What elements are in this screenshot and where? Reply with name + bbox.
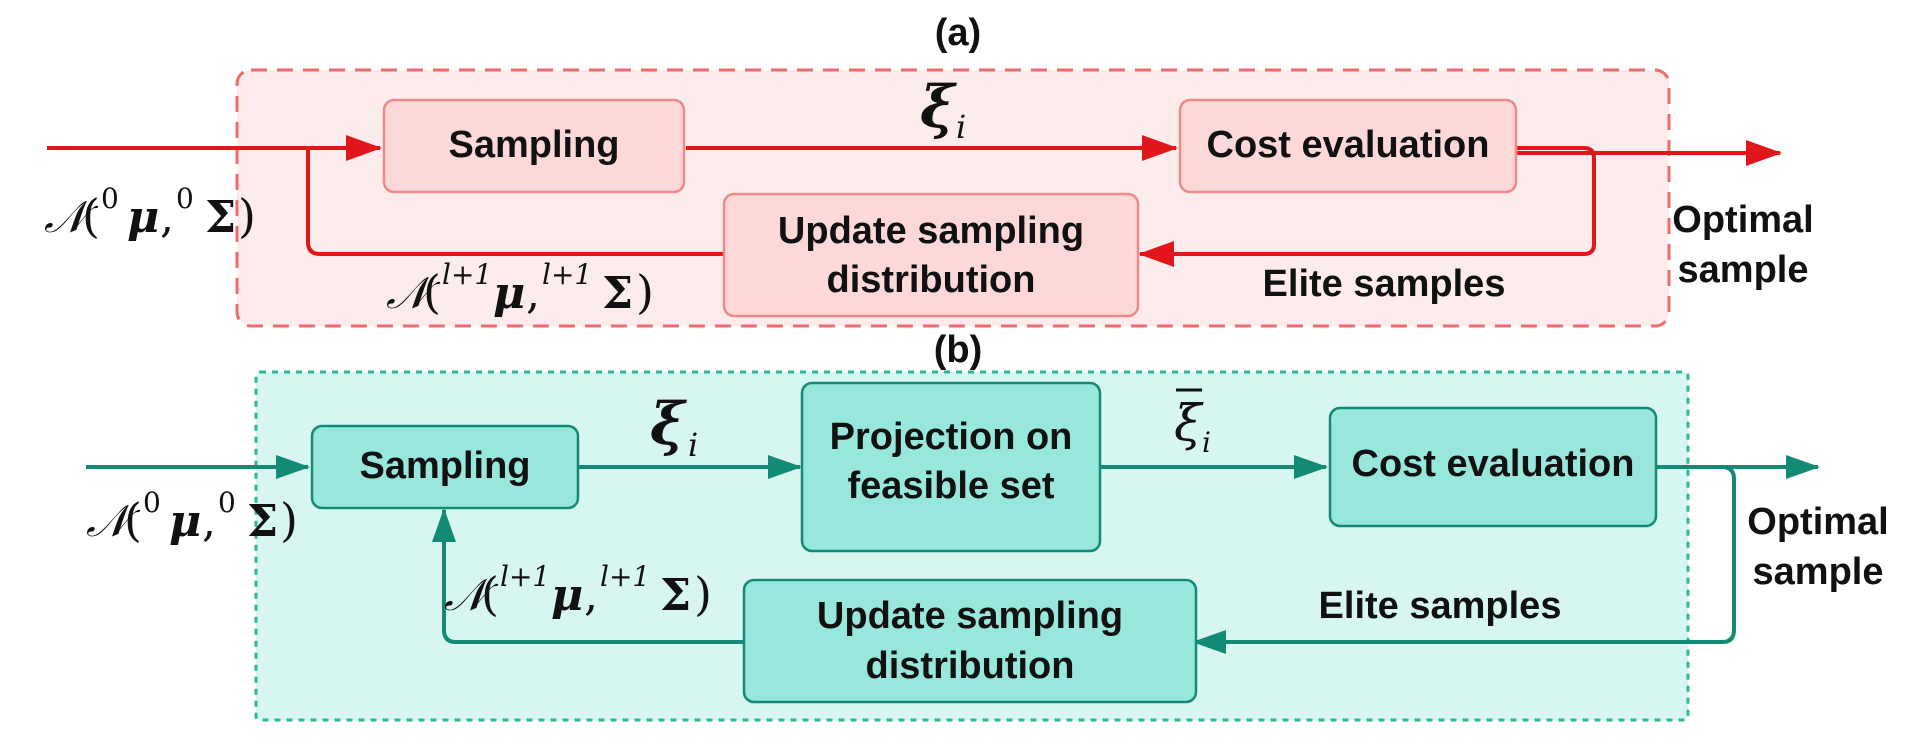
panel-a-elite-label: Elite samples xyxy=(1263,263,1506,305)
panel-a-initial-sup-mu: 0 xyxy=(101,182,119,215)
panel-b-xi-subscript: i xyxy=(688,426,698,464)
panel-a-initial-sigma: Σ xyxy=(205,192,236,243)
panel-b-feedback-arrow xyxy=(432,508,744,644)
panel-b-initial-sigma: Σ xyxy=(247,496,278,547)
panel-a-initial-comma: , xyxy=(160,192,174,243)
panel-a-updated-sup-mu: l+1 xyxy=(442,258,492,291)
panel-b-updated-open-paren: ( xyxy=(481,567,499,621)
panel-a-xi-subscript: i xyxy=(956,108,966,146)
panel-b-update-label-1: Update sampling xyxy=(817,595,1123,637)
panel-b-sampling-label: Sampling xyxy=(359,445,530,487)
panel-a-xi-label: ξ i xyxy=(920,73,966,146)
panel-a-cost-box: Cost evaluation xyxy=(1178,98,1518,194)
panel-a-update-label-1: Update sampling xyxy=(778,210,1084,252)
panel-b-initial-close-paren: ) xyxy=(280,493,298,547)
panel-b-updated-comma: , xyxy=(584,570,598,621)
panel-a-initial-distribution: 𝒩 ( 0 μ , 0 Σ ) xyxy=(44,182,256,243)
panel-b-projection-label-2: feasible set xyxy=(848,465,1055,507)
panel-b-initial-comma: , xyxy=(202,496,216,547)
panel-b-cost-label: Cost evaluation xyxy=(1352,443,1635,485)
panel-a-updated-comma: , xyxy=(526,268,540,319)
panel-a-updated-mu: μ xyxy=(493,268,525,319)
panel-b-label: (b) xyxy=(934,329,983,371)
panel-b-updated-sup-mu: l+1 xyxy=(500,560,550,593)
panel-b-xi-bar-subscript: i xyxy=(1202,426,1211,459)
panel-b-xi-label: ξ i xyxy=(650,390,698,464)
panel-a-updated-distribution: 𝒩 ( l+1 μ , l+1 Σ ) xyxy=(386,258,654,319)
panel-a-xi-symbol: ξ xyxy=(920,73,957,141)
panel-a-cost-label: Cost evaluation xyxy=(1207,124,1490,166)
panel-b: (b) Sampling Projection on feasible set … xyxy=(86,329,1889,722)
panel-a-initial-open-paren: ( xyxy=(82,189,100,243)
panel-a-optimal-label-1: Optimal xyxy=(1672,199,1813,241)
panel-b-projection-box: Projection on feasible set xyxy=(800,381,1102,553)
panel-a-update-label-2: distribution xyxy=(827,259,1036,301)
panel-a-update-box: Update sampling distribution xyxy=(722,192,1140,318)
panel-b-optimal-label-1: Optimal xyxy=(1747,501,1888,543)
panel-b-xi-bar-symbol: ξ xyxy=(1174,394,1204,452)
panel-b-updated-sigma: Σ xyxy=(660,570,691,621)
panel-a-updated-sup-sigma: l+1 xyxy=(542,258,592,291)
panel-a-initial-sup-sigma: 0 xyxy=(176,182,194,215)
panel-b-elite-label: Elite samples xyxy=(1319,585,1562,627)
panel-b-initial-sup-mu: 0 xyxy=(143,486,161,519)
panel-b-update-label-2: distribution xyxy=(866,645,1075,687)
panel-a-updated-open-paren: ( xyxy=(423,265,441,319)
panel-b-initial-distribution: 𝒩 ( 0 μ , 0 Σ ) xyxy=(86,486,298,547)
panel-b-optimal-label-2: sample xyxy=(1753,551,1884,593)
panel-b-initial-open-paren: ( xyxy=(124,493,142,547)
panel-b-xi-bar-label: ξ i xyxy=(1174,388,1211,459)
panel-a-optimal-label-2: sample xyxy=(1678,249,1809,291)
panel-b-elite-arrow xyxy=(1192,465,1736,654)
panel-a-label: (a) xyxy=(935,12,981,54)
panel-b-initial-mu: μ xyxy=(169,496,201,547)
panel-b-initial-sup-sigma: 0 xyxy=(218,486,236,519)
panel-b-xi-symbol: ξ xyxy=(650,390,687,458)
panel-a-sampling-label: Sampling xyxy=(448,124,619,166)
panel-a-initial-mu: μ xyxy=(127,192,159,243)
panel-b-cost-box: Cost evaluation xyxy=(1328,406,1658,528)
panel-b-updated-distribution: 𝒩 ( l+1 μ , l+1 Σ ) xyxy=(444,560,712,621)
panel-b-sampling-box: Sampling xyxy=(310,424,580,510)
panel-a-updated-close-paren: ) xyxy=(636,265,654,319)
panel-b-updated-close-paren: ) xyxy=(694,567,712,621)
panel-a-feedback-arrow xyxy=(306,148,724,256)
panel-a: (a) Sampling Cost evaluation Update samp… xyxy=(44,12,1814,328)
panel-a-sampling-box: Sampling xyxy=(382,98,686,194)
panel-a-initial-close-paren: ) xyxy=(238,189,256,243)
panel-b-projection-label-1: Projection on xyxy=(830,416,1073,458)
panel-a-elite-arrow xyxy=(1138,146,1596,267)
panel-b-updated-sup-sigma: l+1 xyxy=(600,560,650,593)
panel-a-updated-sigma: Σ xyxy=(602,268,633,319)
panel-b-update-box: Update sampling distribution xyxy=(742,578,1198,704)
panel-b-updated-mu: μ xyxy=(551,570,583,621)
